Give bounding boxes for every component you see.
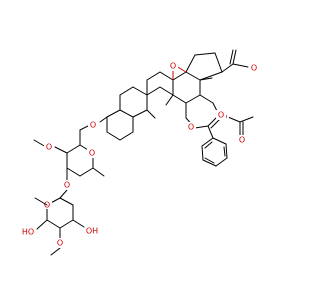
benzoate-ester-oxygen: O bbox=[188, 123, 194, 132]
lower-methoxy-oxygen: O bbox=[57, 239, 63, 248]
acetyl-oxygen: O bbox=[251, 64, 257, 73]
upper-methoxy-oxygen: O bbox=[46, 143, 52, 152]
interglycosidic-oxygen: O bbox=[64, 181, 70, 190]
acetate-carbonyl-oxygen: O bbox=[239, 136, 245, 145]
upper-ring-oxygen: O bbox=[89, 149, 95, 158]
epoxide-oxygen: O bbox=[168, 61, 178, 71]
steroid-core bbox=[106, 52, 223, 141]
acetate-ester: O O bbox=[199, 94, 254, 145]
epoxide-oxygen-symbol: O bbox=[170, 62, 176, 71]
acetyl-group: O bbox=[221, 49, 259, 73]
lower-hydroxyl-left: HO bbox=[22, 228, 34, 237]
lower-hydroxyl-right: OH bbox=[86, 227, 98, 236]
lower-sugar-ring: O OH HO O bbox=[22, 197, 98, 256]
structure-svg: O O O O bbox=[22, 49, 259, 256]
upper-sugar-ring: O O O bbox=[33, 129, 105, 199]
benzoate-carbonyl-oxygen: O bbox=[218, 111, 224, 120]
molecule-diagram: O O O O bbox=[21, 49, 259, 256]
glycosidic-link: O bbox=[79, 116, 108, 131]
glycosidic-oxygen: O bbox=[90, 121, 96, 130]
benzoate-ester: O O bbox=[185, 102, 228, 167]
